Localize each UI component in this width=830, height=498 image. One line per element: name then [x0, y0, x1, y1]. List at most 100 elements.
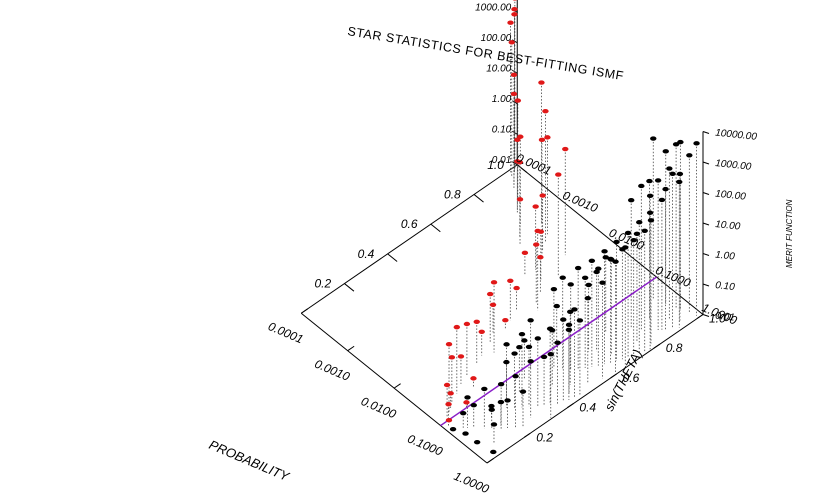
data-point [527, 359, 534, 364]
data-point [453, 324, 461, 330]
data-point [613, 239, 620, 245]
data-point [669, 171, 676, 176]
data-point [457, 354, 465, 359]
y-tick-label-left: 1.0 [487, 158, 504, 172]
data-point [510, 72, 518, 78]
data-point [627, 198, 635, 203]
data-point [542, 108, 549, 114]
y-tick-mark-right [610, 373, 617, 379]
data-point [576, 318, 584, 323]
z-tick-label-right: 10.00 [715, 219, 741, 233]
data-point [443, 382, 451, 388]
data-point [470, 402, 477, 408]
data-point [599, 280, 606, 285]
data-point [516, 345, 523, 350]
data-point [525, 344, 533, 350]
threshold-line [440, 276, 657, 427]
data-point [490, 449, 497, 455]
x-tick-label: 1.0000 [452, 469, 492, 496]
x-axis-title: PROBABILITY [207, 437, 293, 485]
data-point [584, 296, 592, 301]
data-points [443, 0, 700, 455]
data-point [601, 249, 608, 254]
data-point [646, 193, 654, 199]
data-point [507, 20, 514, 25]
data-point [512, 0, 518, 1]
data-point [511, 12, 518, 17]
data-point [574, 265, 582, 271]
y-tick-label-right: 0.4 [579, 401, 596, 415]
z-tick-label-left: 0.10 [492, 124, 512, 135]
z-tick-mark-right [702, 161, 710, 165]
data-point [537, 255, 544, 260]
z-tick-label-right: 1000.00 [715, 158, 753, 173]
data-point [650, 136, 657, 141]
data-point [497, 399, 505, 405]
data-point [553, 303, 560, 309]
x-tick-label: 0.1000 [405, 431, 445, 458]
y-tick-mark-right [567, 403, 574, 409]
z-axis-title: MERIT FUNCTION [785, 199, 794, 268]
threshold-line-layer [440, 276, 657, 427]
data-point [448, 355, 456, 360]
z-tick-label-right: 1.00 [715, 250, 736, 263]
y-tick-label-left: 0.4 [358, 247, 375, 261]
x-tick-mark [486, 458, 494, 464]
data-point [585, 282, 592, 288]
data-point [519, 389, 527, 394]
x-tick-mark [300, 308, 309, 314]
data-point [503, 359, 510, 365]
data-point [638, 183, 645, 189]
data-point [581, 275, 589, 281]
data-point [510, 91, 518, 97]
data-point [508, 40, 515, 45]
y-tick-mark-left [387, 253, 398, 262]
data-point [460, 410, 467, 416]
data-point [624, 230, 632, 236]
z-tick-label-left: 100.00 [481, 33, 512, 44]
data-point [511, 7, 518, 12]
data-point [517, 134, 524, 139]
data-point [567, 309, 574, 314]
data-point [478, 329, 485, 334]
data-point [470, 376, 477, 381]
data-point [676, 171, 684, 177]
y-tick-mark-right [653, 343, 661, 349]
data-point [488, 403, 495, 409]
data-point [662, 186, 669, 192]
x-tick-mark [347, 345, 355, 352]
data-point [514, 98, 522, 103]
data-point [518, 331, 526, 337]
data-point [534, 228, 541, 234]
z-tick-label-right: 0.01 [715, 311, 736, 324]
data-point [503, 342, 510, 347]
data-point [560, 317, 567, 322]
data-point [549, 328, 556, 333]
data-point [464, 395, 471, 400]
data-point [527, 318, 534, 323]
z-tick-mark-right [702, 192, 710, 195]
data-point [513, 285, 520, 291]
data-point [647, 218, 655, 223]
data-point [676, 179, 683, 185]
z-tick-mark-right [702, 314, 710, 317]
data-point [462, 431, 469, 436]
z-tick-mark-right [702, 222, 710, 226]
data-point [636, 220, 643, 225]
data-point [507, 278, 514, 283]
data-point [612, 259, 619, 264]
data-point [540, 354, 548, 360]
data-point [693, 141, 700, 146]
data-point [646, 210, 654, 215]
data-point [521, 250, 529, 256]
z-tick-label-left: 0.01 [492, 155, 511, 166]
data-point [521, 338, 528, 343]
y-tick-label-right: 1.0 [709, 312, 726, 326]
data-point [533, 242, 540, 247]
data-point [662, 149, 669, 154]
data-point [550, 286, 558, 292]
z-tick-label-left: 1.00 [492, 94, 512, 105]
data-point [646, 178, 653, 184]
y-tick-mark-right [523, 432, 531, 438]
